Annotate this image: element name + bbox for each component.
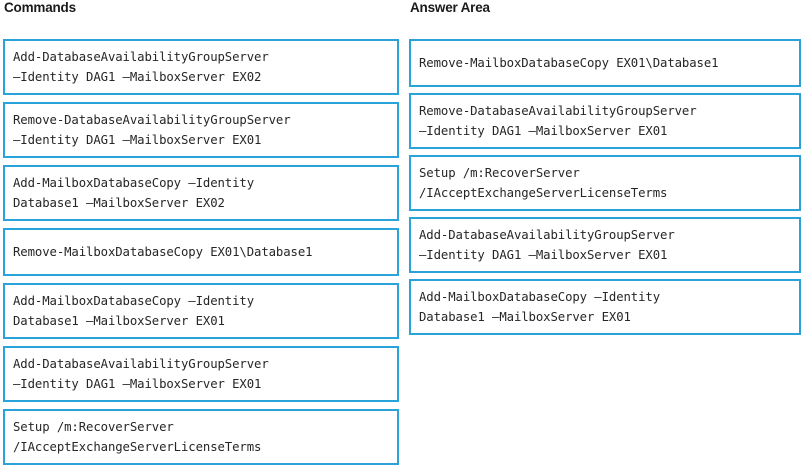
answer-box-ans-add-mailboxdatabasecopy-ex01[interactable]: Add-MailboxDatabaseCopy –Identity Databa… [409, 279, 801, 335]
answer-box-ans-setup-recoverserver[interactable]: Setup /m:RecoverServer /IAcceptExchangeS… [409, 155, 801, 211]
commands-column: Commands Add-DatabaseAvailabilityGroupSe… [3, 0, 399, 465]
command-box-cmd-setup-recoverserver[interactable]: Setup /m:RecoverServer /IAcceptExchangeS… [3, 409, 399, 465]
command-box-cmd-remove-mailboxdatabasecopy[interactable]: Remove-MailboxDatabaseCopy EX01\Database… [3, 228, 399, 276]
command-box-cmd-add-mailboxdatabasecopy-ex02[interactable]: Add-MailboxDatabaseCopy –Identity Databa… [3, 165, 399, 221]
commands-list: Add-DatabaseAvailabilityGroupServer –Ide… [3, 39, 399, 472]
answer-box-ans-add-dag-server-ex01[interactable]: Add-DatabaseAvailabilityGroupServer –Ide… [409, 217, 801, 273]
answer-box-ans-remove-mailboxdatabasecopy[interactable]: Remove-MailboxDatabaseCopy EX01\Database… [409, 39, 801, 87]
commands-heading: Commands [4, 0, 76, 15]
command-box-cmd-add-mailboxdatabasecopy-ex01[interactable]: Add-MailboxDatabaseCopy –Identity Databa… [3, 283, 399, 339]
answer-area-column: Answer Area Remove-MailboxDatabaseCopy E… [409, 0, 801, 335]
command-box-cmd-remove-dag-server-ex01[interactable]: Remove-DatabaseAvailabilityGroupServer –… [3, 102, 399, 158]
command-box-cmd-add-dag-server-ex01[interactable]: Add-DatabaseAvailabilityGroupServer –Ide… [3, 346, 399, 402]
command-box-cmd-add-dag-server-ex02[interactable]: Add-DatabaseAvailabilityGroupServer –Ide… [3, 39, 399, 95]
answer-area-heading: Answer Area [410, 0, 490, 15]
answer-area-list: Remove-MailboxDatabaseCopy EX01\Database… [409, 39, 801, 341]
answer-box-ans-remove-dag-server-ex01[interactable]: Remove-DatabaseAvailabilityGroupServer –… [409, 93, 801, 149]
